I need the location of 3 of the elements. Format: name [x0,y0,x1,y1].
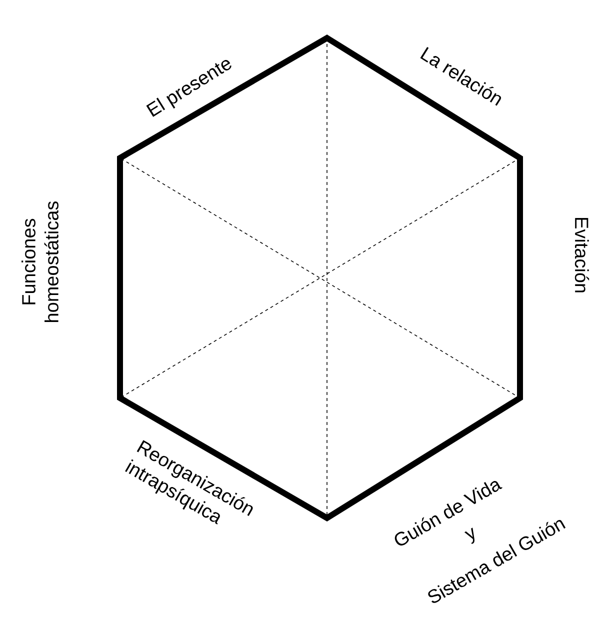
side-label: Funciones homeostáticas [22,201,58,322]
side-label: Evitación [574,218,590,292]
side-label: y [464,528,474,544]
